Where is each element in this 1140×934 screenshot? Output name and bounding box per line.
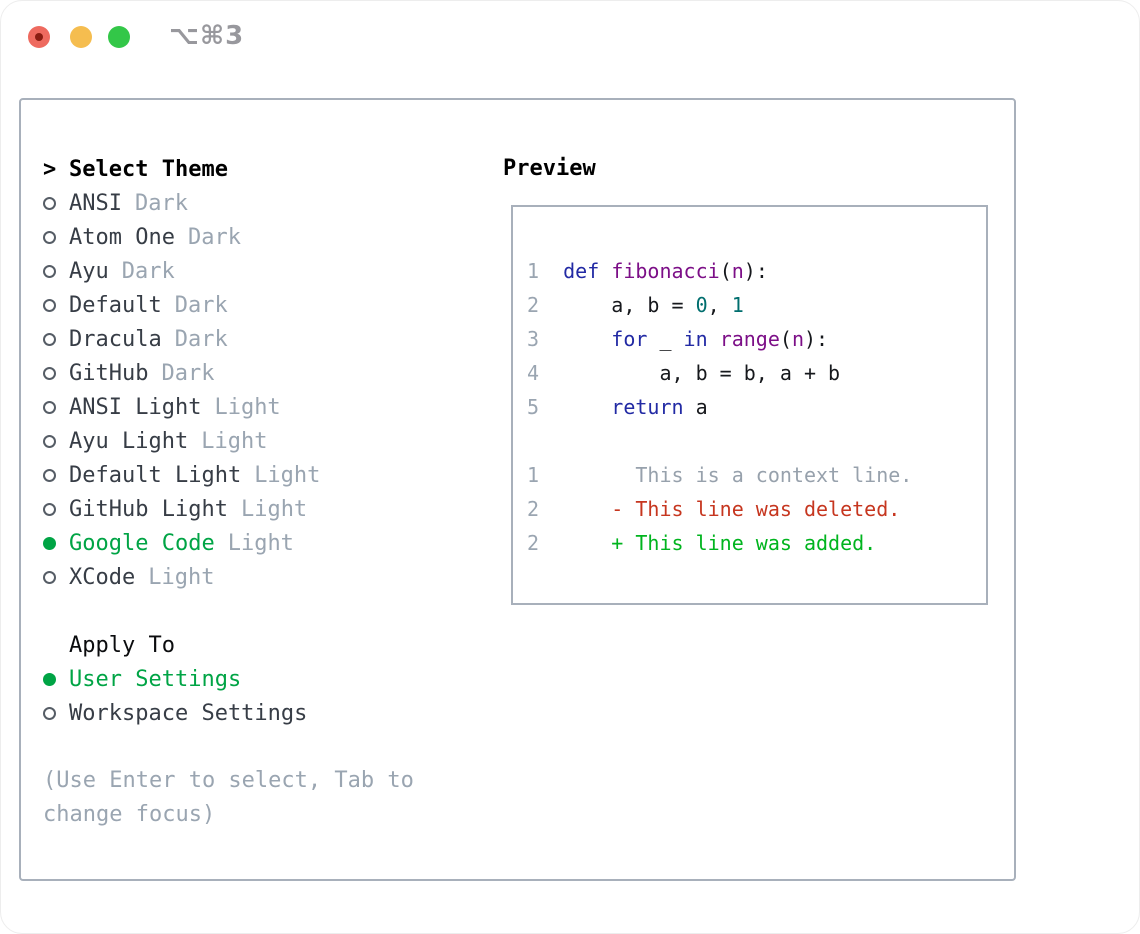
option-label: ANSI [69,190,122,216]
code-preview: 1 def fibonacci(n): 2 a, b = 0, 1 3 for _ … [527,254,986,560]
theme-option-ayu[interactable]: Ayu Dark [43,254,483,288]
theme-option-default-light[interactable]: Default Light Light [43,458,483,492]
option-label: Ayu Light [69,428,189,454]
option-label: Default Light [69,462,242,488]
close-dot-icon [35,33,43,41]
radio-unselected-icon [43,366,56,380]
code-line: 1 def fibonacci(n): [527,259,768,283]
code-line: 5 return a [527,395,708,419]
apply-to-title: Apply To [69,632,175,658]
theme-option-ansi[interactable]: ANSI Dark [43,186,483,220]
radio-unselected-icon [43,400,56,414]
option-label: GitHub Light [69,496,228,522]
keyboard-hint: (Use Enter to select, Tab to change focu… [43,768,414,827]
radio-unselected-icon [43,196,56,210]
option-variant-label: Dark [187,224,241,250]
option-variant-label: Light [240,496,308,522]
apply-option-user-settings[interactable]: User Settings [43,662,483,696]
window-titlebar: ⌥⌘3 [1,1,1139,73]
preview-box: 1 def fibonacci(n): 2 a, b = 0, 1 3 for _ … [511,205,988,605]
code-line: 2 - This line was deleted. [527,497,901,521]
option-label: GitHub [69,360,149,386]
option-variant-label: Light [254,462,321,488]
theme-option-google-code[interactable]: Google Code Light [43,526,483,560]
theme-option-ayu-light[interactable]: Ayu Light Light [43,424,483,458]
radio-selected-icon [43,672,56,686]
radio-unselected-icon [43,298,56,312]
option-variant-label: Dark [134,190,188,216]
theme-option-atom-one[interactable]: Atom One Dark [43,220,483,254]
select-theme-title: Select Theme [69,156,228,182]
maximize-button[interactable] [108,26,130,48]
option-variant-label: Light [214,394,281,420]
theme-option-ansi-light[interactable]: ANSI Light Light [43,390,483,424]
option-variant-label: Light [227,530,294,556]
radio-unselected-icon [43,332,56,346]
radio-unselected-icon [43,570,56,584]
option-label: Workspace Settings [69,700,308,726]
window-shortcut-label: ⌥⌘3 [169,21,245,51]
radio-unselected-icon [43,230,56,244]
option-label: Ayu [69,258,109,284]
radio-unselected-icon [43,502,56,516]
theme-option-github[interactable]: GitHub Dark [43,356,483,390]
option-label: Google Code [69,530,215,556]
option-variant-label: Dark [161,360,215,386]
minimize-button[interactable] [70,26,92,48]
code-line: 1 This is a context line. [527,463,913,487]
radio-unselected-icon [43,706,56,720]
option-label: ANSI Light [69,394,202,420]
option-variant-label: Light [148,564,215,590]
option-variant-label: Light [201,428,268,454]
select-theme-header: > Select Theme [43,152,483,186]
close-button[interactable] [28,26,50,48]
theme-option-default[interactable]: Default Dark [43,288,483,322]
apply-to-header-row: Apply To [43,628,483,662]
theme-option-github-light[interactable]: GitHub Light Light [43,492,483,526]
radio-unselected-icon [43,468,56,482]
theme-option-dracula[interactable]: Dracula Dark [43,322,483,356]
code-line [527,424,986,458]
option-label: Atom One [69,224,175,250]
option-label: Dracula [69,326,162,352]
preview-title: Preview [503,156,596,181]
option-label: XCode [69,564,136,590]
radio-selected-icon [43,536,56,550]
preview-section: Preview 1 def fibonacci(n): 2 a, b = 0, 1… [503,152,1003,605]
radio-unselected-icon [43,264,56,278]
code-line: 2 + This line was added. [527,531,877,555]
option-variant-label: Dark [121,258,175,284]
radio-unselected-icon [43,434,56,448]
code-line: 3 for _ in range(n): [527,327,829,351]
code-line: 4 a, b = b, a + b [527,361,841,385]
spacer [43,594,483,628]
selection-prompt-icon: > [43,156,57,182]
theme-option-xcode[interactable]: XCode Light [43,560,483,594]
option-label: User Settings [69,666,242,692]
option-label: Default [69,292,162,318]
option-variant-label: Dark [174,326,228,352]
spacer [43,730,483,764]
option-variant-label: Dark [174,292,228,318]
apply-option-workspace-settings[interactable]: Workspace Settings [43,696,483,730]
code-line: 2 a, b = 0, 1 [527,293,744,317]
